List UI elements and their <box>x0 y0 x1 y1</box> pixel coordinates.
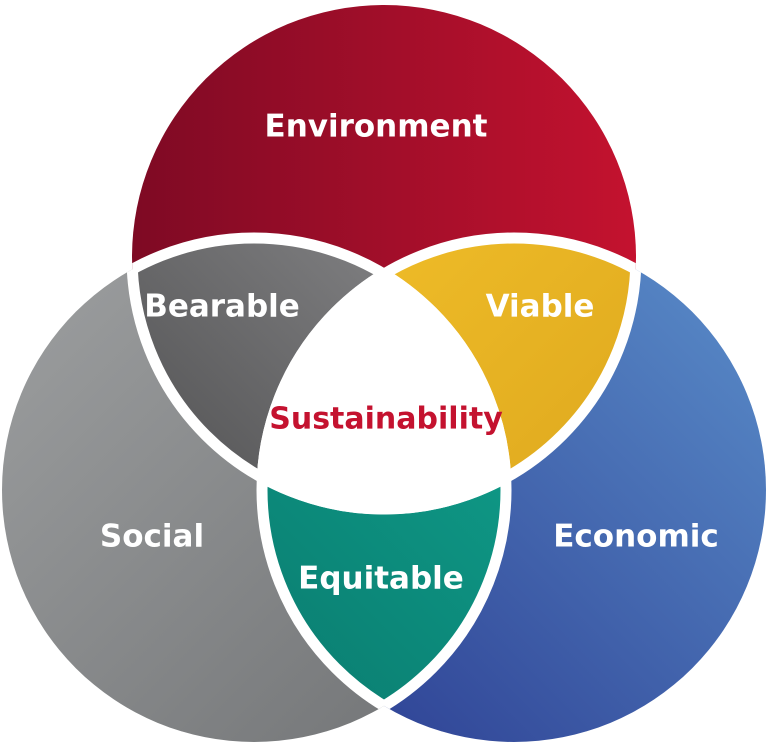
label-equitable: Equitable <box>298 561 464 597</box>
label-bearable: Bearable <box>144 289 300 325</box>
label-environment: Environment <box>265 109 488 145</box>
label-social: Social <box>100 519 204 555</box>
label-viable: Viable <box>486 289 595 325</box>
label-sustainability: Sustainability <box>269 402 503 437</box>
intersection-sustainability <box>262 238 506 509</box>
label-economic: Economic <box>553 519 719 555</box>
